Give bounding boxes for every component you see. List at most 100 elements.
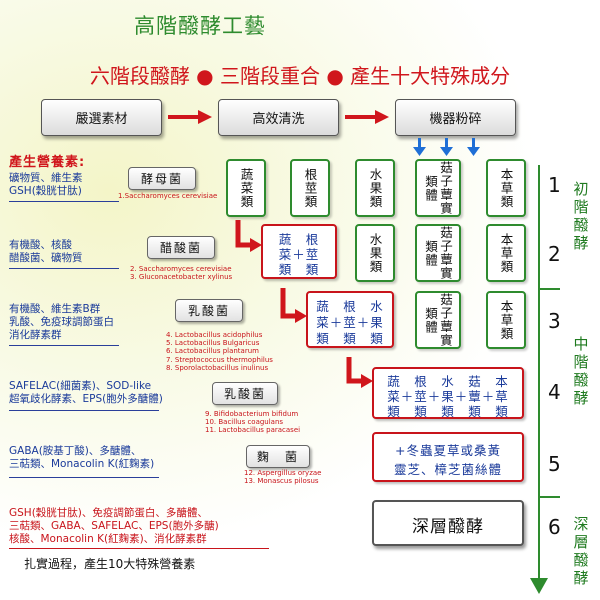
cell-mushroom-grain: 菇子蕈實類體 bbox=[415, 159, 461, 217]
combo-stage-5: +冬蟲夏草或桑黃 靈芝、樟芝菌絲體 bbox=[372, 432, 524, 482]
nutrient-line: 有機酸、維生素B群 bbox=[9, 303, 101, 315]
strain-item: 12. Aspergillus oryzae bbox=[244, 469, 322, 477]
strain-item: 11. Lactobacillus paracasei bbox=[205, 426, 301, 435]
cell-vegetables: 蔬菜類 bbox=[226, 159, 266, 217]
nutrient-line: 礦物質、維生素 bbox=[9, 172, 83, 184]
cell-herbs: 本草類 bbox=[486, 159, 526, 217]
cell-mushroom-grain: 菇子蕈實類體 bbox=[415, 224, 461, 282]
connector-arrow-icon bbox=[346, 357, 373, 388]
nutrients-stage-3: 有機酸、維生素B群 乳酸、免疫球調節蛋白 消化酵素群 bbox=[9, 303, 114, 342]
cell-roots: 根莖類 bbox=[290, 159, 330, 217]
stage-label-text: 深層醱酵 bbox=[573, 515, 589, 587]
nutrients-stage-5: GABA(胺基丁酸)、多醣體、 三萜類、Monacolin K(紅麴素) bbox=[9, 445, 154, 471]
stage-number: 2 bbox=[548, 242, 561, 266]
cell-herbs: 本草類 bbox=[486, 291, 526, 349]
nutrient-line: 三萜類、Monacolin K(紅麴素) bbox=[9, 458, 155, 470]
combo-line: 菜＋莖＋果 bbox=[316, 315, 384, 330]
nutrient-line: 超氧歧化酵素、EPS(胞外多醣體) bbox=[9, 393, 163, 405]
page-subtitle: 六階段醱酵 ● 三階段重合 ● 產生十大特殊成分 bbox=[89, 64, 511, 88]
stage-number: 3 bbox=[548, 309, 561, 333]
nutrients-stage-4: SAFELAC(細菌素)、SOD-like 超氧歧化酵素、EPS(胞外多醣體) bbox=[9, 380, 163, 406]
nutrients-stage-6: GSH(穀胱甘肽)、免疫調節蛋白、多醣體、 三萜類、GABA、SAFELAC、E… bbox=[9, 507, 219, 546]
step-machine-grinding: 機器粉碎 bbox=[395, 99, 516, 136]
nutrient-line: 乳酸、免疫球調節蛋白 bbox=[9, 316, 114, 328]
combo-stage-4: 蔬 根 水 菇 本 菜＋莖＋果＋蕈＋草 類 類 類 類 類 bbox=[372, 367, 524, 419]
stage-label-text: 初階醱酵 bbox=[573, 180, 589, 252]
nutrient-line: GABA(胺基丁酸)、多醣體、 bbox=[9, 445, 142, 457]
cell-mushroom-grain: 菇子蕈實類體 bbox=[415, 291, 461, 349]
timeline-arrow-icon bbox=[530, 578, 548, 594]
combo-line: 蔬 根 水 bbox=[316, 299, 384, 314]
strain-item: 10. Bacillus coagulans bbox=[205, 418, 284, 427]
strain-item: 7. Streptococcus thermophilus bbox=[166, 355, 273, 364]
nutrients-stage-1: 礦物質、維生素 GSH(穀胱甘肽) bbox=[9, 172, 83, 198]
divider bbox=[9, 201, 119, 202]
combo-line: 蔬 根 水 菇 本 bbox=[387, 374, 509, 389]
stage-label-text: 中階醱酵 bbox=[573, 335, 589, 407]
stage-separator bbox=[538, 288, 560, 290]
divider bbox=[9, 268, 119, 269]
cell-fruits: 水果類 bbox=[355, 224, 395, 282]
nutrition-heading: 產生營養素: bbox=[9, 155, 86, 170]
strain-list: 4. Lactobacillus acidophilus 5. Lactobac… bbox=[166, 331, 273, 372]
divider bbox=[9, 345, 119, 346]
divider bbox=[9, 410, 159, 411]
strain-item: 4. Lactobacillus acidophilus bbox=[166, 331, 263, 339]
nutrient-line: SAFELAC(細菌素)、SOD-like bbox=[9, 380, 152, 392]
nutrients-stage-2: 有機酸、核酸 醋酸菌、礦物質 bbox=[9, 239, 83, 265]
strain-item: 5. Lactobacillus Bulgaricus bbox=[166, 339, 260, 348]
nutrient-line: 醋酸菌、礦物質 bbox=[9, 252, 83, 264]
bacteria-koji: 麴 菌 bbox=[246, 445, 310, 468]
strain-item: 9. Bifidobacterium bifidum bbox=[205, 410, 299, 418]
strain-item: 6. Lactobacillus plantarum bbox=[166, 347, 259, 356]
stage-number: 4 bbox=[548, 380, 561, 404]
step-select-materials: 嚴選素材 bbox=[41, 99, 162, 136]
stage-label-middle: 中階醱酵 bbox=[572, 335, 590, 407]
nutrient-line: 有機酸、核酸 bbox=[9, 239, 72, 251]
strain-list: 1.Saccharomyces cerevisiae bbox=[118, 192, 217, 200]
combo-line: 蔬 根 bbox=[278, 232, 320, 247]
combo-stage-2: 蔬 根 菜＋莖 類 類 bbox=[261, 224, 337, 279]
step-arrow-icon bbox=[345, 110, 389, 124]
nutrient-line: GSH(穀胱甘肽)、免疫調節蛋白、多醣體、 bbox=[9, 507, 208, 519]
timeline-line bbox=[538, 165, 540, 585]
combo-line: 類 類 類 bbox=[316, 331, 384, 346]
deep-fermentation-label: 深層醱酵 bbox=[412, 517, 484, 537]
nutrient-line: 三萜類、GABA、SAFELAC、EPS(胞外多醣) bbox=[9, 520, 219, 532]
combo-line: 類 類 bbox=[278, 262, 320, 277]
bacteria-lactic-2: 乳酸菌 bbox=[212, 382, 278, 405]
stage-number: 6 bbox=[548, 515, 561, 539]
connector-arrow-icon bbox=[235, 220, 262, 252]
strain-list: 2. Saccharomyces cerevisiae 3. Gluconace… bbox=[130, 265, 232, 281]
step-efficient-washing: 高效清洗 bbox=[218, 99, 339, 136]
combo-line: 類 類 類 類 類 bbox=[387, 404, 509, 419]
stage-number: 5 bbox=[548, 452, 561, 476]
combo-line: 菜＋莖＋果＋蕈＋草 bbox=[387, 389, 509, 404]
bacteria-acetic: 醋酸菌 bbox=[147, 236, 215, 259]
strain-item: 8. Sporolactobacillus inulinus bbox=[166, 363, 269, 372]
stage-separator bbox=[538, 496, 560, 498]
stage-label-initial: 初階醱酵 bbox=[572, 180, 590, 252]
bacteria-yeast: 酵母菌 bbox=[128, 167, 196, 190]
stage-label-deep: 深層醱酵 bbox=[572, 515, 590, 587]
stage-number: 1 bbox=[548, 173, 561, 197]
connector-arrow-icon bbox=[280, 288, 307, 323]
combo-line: 菜＋莖 bbox=[278, 247, 320, 262]
nutrient-line: 消化酵素群 bbox=[9, 329, 62, 341]
strain-item: 13. Monascus pilosus bbox=[244, 477, 319, 486]
strain-item: 1.Saccharomyces cerevisiae bbox=[118, 192, 218, 200]
combo-stage-3: 蔬 根 水 菜＋莖＋果 類 類 類 bbox=[306, 291, 394, 348]
combo-line: +冬蟲夏草或桑黃 bbox=[395, 443, 501, 458]
page-title: 高階醱酵工藝 bbox=[134, 14, 266, 38]
divider bbox=[9, 548, 269, 549]
strain-item: 2. Saccharomyces cerevisiae bbox=[130, 265, 232, 273]
strain-item: 3. Gluconacetobacter xylinus bbox=[130, 273, 233, 282]
footer-text: 扎實過程，產生10大特殊營養素 bbox=[24, 557, 196, 571]
bacteria-lactic-1: 乳酸菌 bbox=[175, 299, 243, 322]
nutrient-line: GSH(穀胱甘肽) bbox=[9, 185, 82, 197]
strain-list: 9. Bifidobacterium bifidum 10. Bacillus … bbox=[205, 410, 300, 435]
strain-list: 12. Aspergillus oryzae 13. Monascus pilo… bbox=[244, 469, 321, 485]
combo-line: 靈芝、樟芝菌絲體 bbox=[393, 462, 502, 477]
nutrient-line: 核酸、Monacolin K(紅麴素)、消化酵素群 bbox=[9, 533, 207, 545]
cell-fruits: 水果類 bbox=[355, 159, 395, 217]
